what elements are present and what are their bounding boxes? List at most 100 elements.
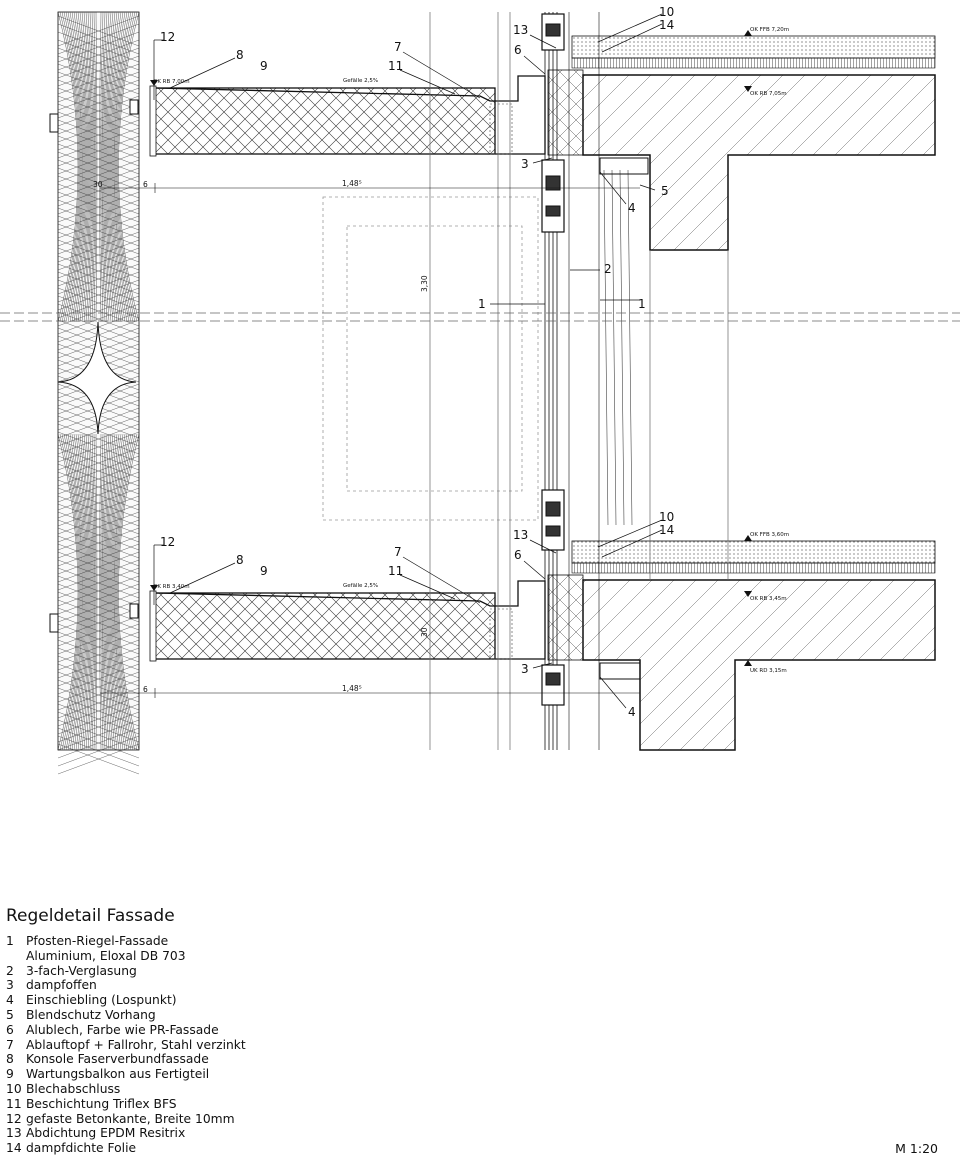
legend-item-number: 6 bbox=[6, 1022, 14, 1037]
callout-2: 2 bbox=[604, 262, 612, 276]
legend-item: 5 Blendschutz Vorhang bbox=[6, 1008, 246, 1023]
legend-item-text: Pfosten-Riegel-Fassade Aluminium, Eloxal… bbox=[26, 934, 186, 963]
callout-4-bottom: 4 bbox=[628, 705, 636, 719]
callout-4-top: 4 bbox=[628, 201, 636, 215]
legend-item: 4 Einschiebling (Lospunkt) bbox=[6, 993, 246, 1008]
dim-balcony-thickness: 30 bbox=[420, 627, 429, 637]
legend-item: 1 Pfosten-Riegel-Fassade Aluminium, Eloxa… bbox=[6, 934, 246, 964]
dim-gap-bottom: 6 bbox=[143, 685, 148, 694]
callout-9-bottom: 9 bbox=[260, 564, 268, 578]
legend-item: 3 dampfoffen bbox=[6, 978, 246, 993]
legend-item: 13 Abdichtung EPDM Resitrix bbox=[6, 1126, 246, 1141]
balcony-bottom bbox=[149, 580, 546, 662]
callout-14-bottom: 14 bbox=[659, 523, 674, 537]
callout-10-top: 10 bbox=[659, 5, 674, 19]
legend-item-text: gefaste Betonkante, Breite 10mm bbox=[26, 1111, 235, 1126]
legend-item-number: 13 bbox=[6, 1126, 22, 1141]
legend-item-text: 3-fach-Verglasung bbox=[26, 963, 137, 978]
legend-item-number: 1 bbox=[6, 934, 14, 948]
legend-item-text: Konsole Faserverbundfassade bbox=[26, 1052, 209, 1067]
legend-item-number: 4 bbox=[6, 993, 14, 1008]
glare-curtain bbox=[599, 157, 649, 680]
dim-balcony-depth-top: 1,48⁵ bbox=[342, 179, 362, 188]
callout-3-top: 3 bbox=[521, 157, 529, 171]
callout-11-top: 11 bbox=[388, 59, 403, 73]
leader-lines bbox=[153, 13, 663, 709]
bracket-top bbox=[49, 99, 139, 633]
legend-item-number: 8 bbox=[6, 1052, 14, 1067]
legend-item: 11 Beschichtung Triflex BFS bbox=[6, 1097, 246, 1112]
legend-item-text: Ablauftopf + Fallrohr, Stahl verzinkt bbox=[26, 1037, 246, 1052]
dimension-labels: 1,48⁵ 1,48⁵ 6 6 30 3,30 30 bbox=[93, 179, 429, 694]
callout-12-bottom: 12 bbox=[160, 535, 175, 549]
legend-item: 14 dampfdichte Folie bbox=[6, 1141, 246, 1156]
legend-item-number: 7 bbox=[6, 1037, 14, 1052]
callout-8-top: 8 bbox=[236, 48, 244, 62]
legend-item-number: 10 bbox=[6, 1081, 22, 1096]
legend-item-text: Abdichtung EPDM Resitrix bbox=[26, 1126, 186, 1141]
section-break-lines bbox=[0, 12, 960, 750]
legend-item-text: Wartungsbalkon aus Fertigteil bbox=[26, 1067, 210, 1082]
callout-12-top: 12 bbox=[160, 30, 175, 44]
balcony-top bbox=[149, 75, 546, 157]
scale-label: M 1:20 bbox=[895, 1141, 938, 1156]
elevation-markers bbox=[150, 30, 752, 666]
callout-13-bottom: 13 bbox=[513, 528, 528, 542]
callout-1-right: 1 bbox=[638, 297, 646, 311]
curtain-wall-glazing bbox=[541, 12, 600, 750]
dim-storey-height: 3,30 bbox=[420, 275, 429, 292]
level-bottom-slope: Gefälle 2,5% bbox=[343, 583, 378, 589]
dim-thickness-top: 30 bbox=[93, 180, 103, 189]
callout-3-bottom: 3 bbox=[521, 662, 529, 676]
callout-7-top: 7 bbox=[394, 40, 402, 54]
callout-labels: 12 8 9 7 11 13 6 10 14 3 4 5 2 1 1 12 8 … bbox=[160, 5, 674, 719]
legend-item: 12 gefaste Betonkante, Breite 10mm bbox=[6, 1112, 246, 1127]
legend-item-text: Blendschutz Vorhang bbox=[26, 1007, 156, 1022]
window-outline-dashed bbox=[322, 196, 539, 521]
callout-8-bottom: 8 bbox=[236, 553, 244, 567]
level-top-ok-rb-slab: OK RB 7,05m bbox=[750, 91, 787, 97]
dim-balcony-depth-bottom: 1,48⁵ bbox=[342, 684, 362, 693]
legend-item-number: 14 bbox=[6, 1141, 22, 1156]
legend-item: 2 3-fach-Verglasung bbox=[6, 964, 246, 979]
level-bottom-uk-rd: UK RD 3,15m bbox=[750, 668, 787, 674]
callout-5: 5 bbox=[661, 184, 669, 198]
legend-item-text: Blechabschluss bbox=[26, 1081, 121, 1096]
legend: Regeldetail Fassade 1 Pfosten-Riegel-Fass… bbox=[6, 906, 246, 1156]
callout-1-left: 1 bbox=[478, 297, 486, 311]
callout-6-bottom: 6 bbox=[514, 548, 522, 562]
dim-gap-top: 6 bbox=[143, 180, 148, 189]
legend-item: 6 Alublech, Farbe wie PR-Fassade bbox=[6, 1023, 246, 1038]
level-bottom-ok-ffb: OK FFB 3,60m bbox=[750, 532, 789, 538]
legend-item: 8 Konsole Faserverbundfassade bbox=[6, 1052, 246, 1067]
level-top-ok-ffb: OK FFB 7,20m bbox=[750, 27, 789, 33]
level-top-ok-rb-balcony: OK RB 7,00m bbox=[153, 79, 190, 85]
level-bottom-ok-rb-balcony: OK RB 3,40m bbox=[153, 584, 190, 590]
level-annotations: OK FFB 7,20m OK RB 7,05m OK RB 7,00m Gef… bbox=[153, 27, 789, 674]
legend-item-text: Beschichtung Triflex BFS bbox=[26, 1096, 177, 1111]
legend-item-number: 3 bbox=[6, 978, 14, 993]
legend-item-text: Einschiebling (Lospunkt) bbox=[26, 993, 177, 1008]
dimension-lines bbox=[100, 183, 640, 698]
legend-item-number: 12 bbox=[6, 1111, 22, 1126]
legend-title: Regeldetail Fassade bbox=[6, 906, 175, 926]
legend-item-number: 11 bbox=[6, 1096, 22, 1111]
legend-item: 10 Blechabschluss bbox=[6, 1082, 246, 1097]
legend-item-text: dampfoffen bbox=[26, 978, 97, 993]
facade-section-drawing: 12 8 9 7 11 13 6 10 14 3 4 5 2 1 1 12 8 … bbox=[0, 5, 960, 775]
callout-11-bottom: 11 bbox=[388, 564, 403, 578]
legend-item-number: 5 bbox=[6, 1007, 14, 1022]
legend-item: 7 Ablauftopf + Fallrohr, Stahl verzinkt bbox=[6, 1038, 246, 1053]
callout-7-bottom: 7 bbox=[394, 545, 402, 559]
callout-13-top: 13 bbox=[513, 23, 528, 37]
callout-14-top: 14 bbox=[659, 18, 674, 32]
legend-item-text: dampfdichte Folie bbox=[26, 1141, 137, 1156]
level-top-slope: Gefälle 2,5% bbox=[343, 78, 378, 84]
fiber-composite-facade-mesh bbox=[57, 11, 140, 775]
mesh-opening bbox=[57, 321, 137, 435]
legend-item-text: Alublech, Farbe wie PR-Fassade bbox=[26, 1022, 219, 1037]
callout-10-bottom: 10 bbox=[659, 510, 674, 524]
legend-item-number: 2 bbox=[6, 963, 14, 978]
callout-9-top: 9 bbox=[260, 59, 268, 73]
